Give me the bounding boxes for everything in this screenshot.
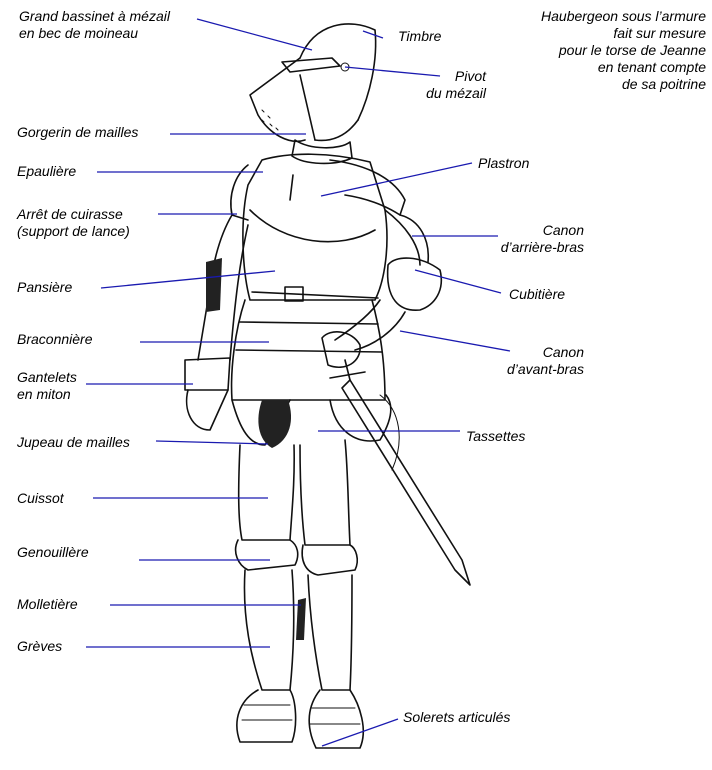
label-gorgerin: Gorgerin de mailles (17, 124, 138, 141)
bascinet-helmet (250, 24, 376, 141)
label-genouillere: Genouillère (17, 544, 89, 561)
label-epauliere: Epaulière (17, 163, 76, 180)
label-cubitiere: Cubitière (509, 286, 565, 303)
leader-jupeau (156, 441, 268, 444)
leader-cubitiere (415, 270, 501, 293)
label-pivot: Pivot du mézail (426, 68, 486, 102)
leader-bassinet (197, 19, 312, 50)
label-canon-arriere: Canon d’arrière-bras (501, 222, 584, 256)
label-tassettes: Tassettes (466, 428, 525, 445)
label-gantelets: Gantelets en miton (17, 369, 77, 403)
label-braconniere: Braconnière (17, 331, 93, 348)
fauld-and-tassets (232, 300, 391, 448)
leader-canon-avant (400, 331, 510, 351)
label-greves: Grèves (17, 638, 62, 655)
leader-solerets (322, 719, 398, 746)
label-jupeau: Jupeau de mailles (17, 434, 130, 451)
label-pansiere: Pansière (17, 279, 72, 296)
legs (236, 440, 364, 748)
label-cuissot: Cuissot (17, 490, 64, 507)
knight-armor-sketch (185, 24, 470, 748)
leader-timbre (363, 31, 383, 38)
label-timbre: Timbre (398, 28, 441, 45)
torso-plates (231, 154, 405, 301)
leader-pansiere (101, 271, 275, 288)
label-canon-avant: Canon d’avant-bras (507, 344, 584, 378)
sword (330, 360, 470, 585)
label-haubergeon: Haubergeon sous l’armure fait sur mesure… (541, 8, 706, 93)
leader-plastron (321, 163, 472, 196)
label-arret: Arrêt de cuirasse (support de lance) (17, 206, 130, 240)
label-plastron: Plastron (478, 155, 529, 172)
gorget (292, 140, 352, 163)
label-bassinet: Grand bassinet à mézail en bec de moinea… (19, 8, 170, 42)
label-solerets: Solerets articulés (403, 709, 510, 726)
label-molletiere: Molletière (17, 596, 78, 613)
